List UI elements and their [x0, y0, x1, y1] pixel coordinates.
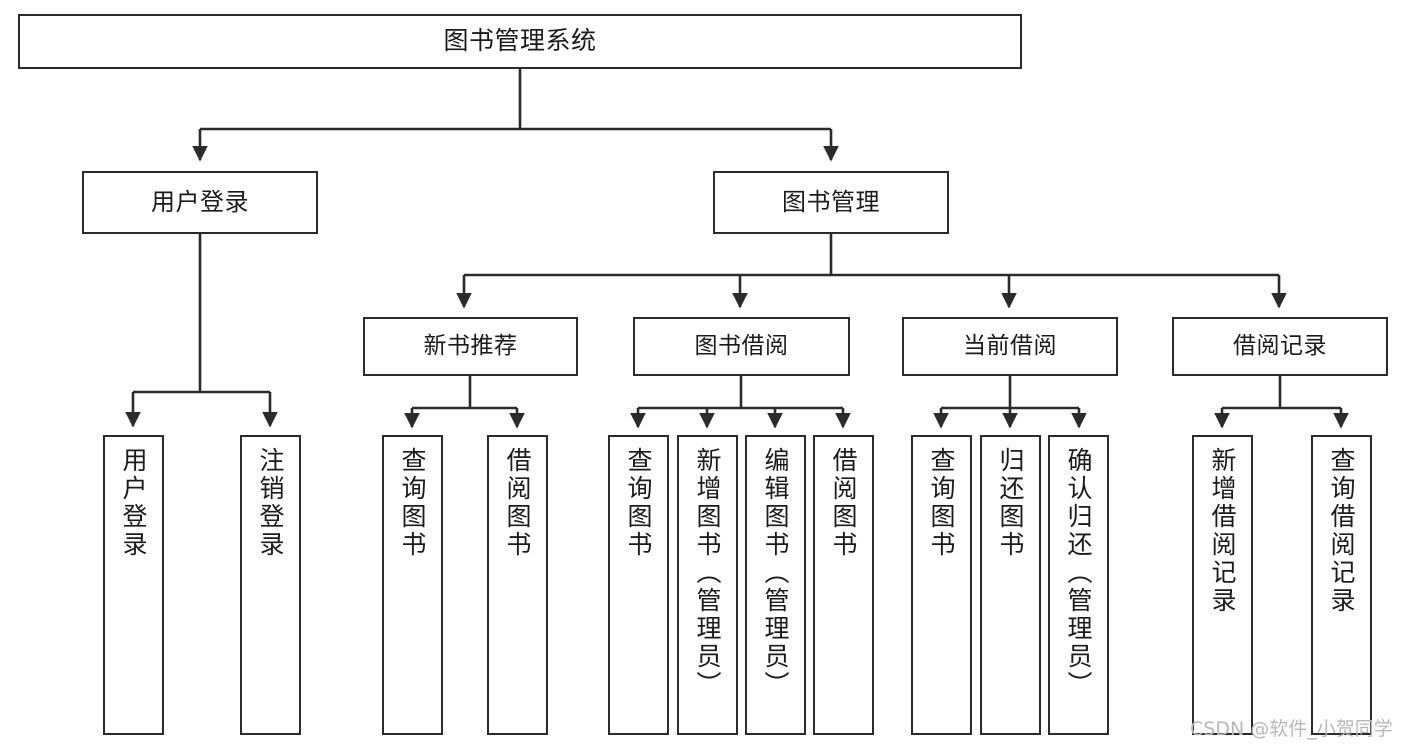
- node-user-login[interactable]: 用户登录: [82, 171, 318, 234]
- leaf-current-confirm-return[interactable]: 确认归还（管理员）: [1048, 435, 1109, 735]
- node-label: 注销登录: [256, 447, 285, 559]
- node-label: 编辑图书（管理员）: [761, 447, 790, 699]
- node-book-management[interactable]: 图书管理: [713, 171, 949, 234]
- node-label: 图书借阅: [694, 333, 789, 360]
- leaf-new-book-borrow[interactable]: 借阅图书: [487, 435, 548, 735]
- node-root-system[interactable]: 图书管理系统: [18, 14, 1022, 69]
- leaf-user-login-login[interactable]: 用户登录: [103, 435, 164, 735]
- node-label: 借阅记录: [1233, 333, 1327, 360]
- node-label: 图书管理系统: [443, 26, 597, 56]
- node-label: 用户登录: [119, 447, 148, 559]
- watermark: CSDN @软件_小贺同学: [1190, 718, 1393, 740]
- node-label: 查询图书: [927, 447, 956, 559]
- leaf-record-add[interactable]: 新增借阅记录: [1192, 435, 1253, 735]
- node-current-borrow[interactable]: 当前借阅: [902, 317, 1118, 376]
- leaf-current-return-book[interactable]: 归还图书: [980, 435, 1041, 735]
- node-label: 用户登录: [151, 187, 249, 216]
- node-label: 查询图书: [624, 447, 653, 559]
- node-label: 借阅图书: [503, 447, 532, 559]
- node-label: 新增图书（管理员）: [693, 447, 722, 699]
- leaf-borrow-query-book[interactable]: 查询图书: [608, 435, 669, 735]
- node-label: 查询图书: [398, 447, 427, 559]
- node-label: 新增借阅记录: [1208, 447, 1237, 615]
- leaf-borrow-edit-book[interactable]: 编辑图书（管理员）: [745, 435, 806, 735]
- node-new-book-recommend[interactable]: 新书推荐: [363, 317, 578, 376]
- node-label: 当前借阅: [963, 333, 1057, 360]
- leaf-current-query-book[interactable]: 查询图书: [911, 435, 972, 735]
- node-label: 查询借阅记录: [1327, 447, 1356, 615]
- leaf-borrow-borrow-book[interactable]: 借阅图书: [813, 435, 874, 735]
- node-label: 归还图书: [996, 447, 1025, 559]
- node-label: 确认归还（管理员）: [1064, 447, 1093, 699]
- node-label: 图书管理: [782, 187, 880, 216]
- node-label: 新书推荐: [423, 333, 518, 360]
- node-book-borrow[interactable]: 图书借阅: [633, 317, 850, 376]
- node-label: 借阅图书: [829, 447, 858, 559]
- leaf-new-book-query[interactable]: 查询图书: [382, 435, 443, 735]
- leaf-record-query[interactable]: 查询借阅记录: [1311, 435, 1372, 735]
- leaf-borrow-add-book[interactable]: 新增图书（管理员）: [677, 435, 738, 735]
- leaf-user-login-logout[interactable]: 注销登录: [240, 435, 301, 735]
- node-borrow-records[interactable]: 借阅记录: [1172, 317, 1388, 376]
